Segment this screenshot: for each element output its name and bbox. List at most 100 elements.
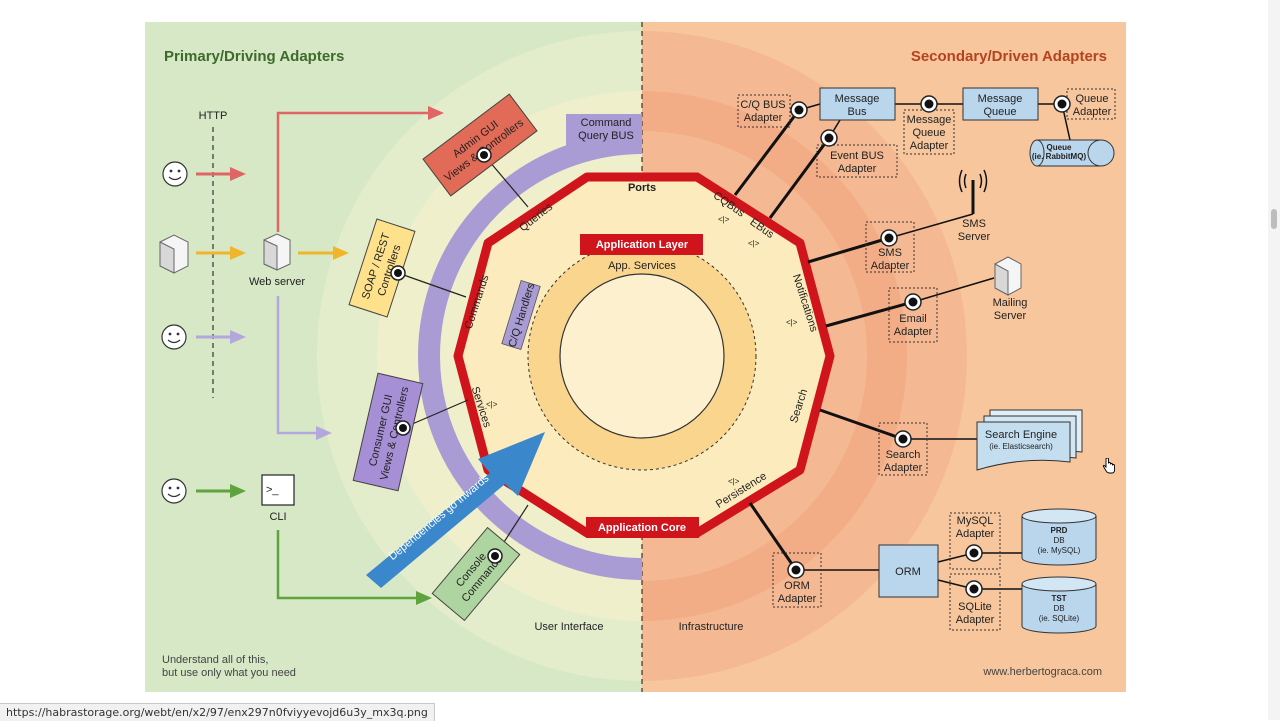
services-port-arrow-icon: <|>: [486, 400, 498, 409]
email-adapter-frame: [888, 287, 938, 343]
message-queue-box: [962, 87, 1039, 121]
event-bus-adapter-port-icon: [820, 129, 838, 147]
app-services-label: App. Services: [608, 260, 676, 272]
ports-label: Ports: [628, 182, 656, 194]
email-connector: [825, 300, 914, 328]
admin-actor-arrowhead: [230, 167, 246, 181]
domain-circle: [559, 273, 725, 439]
cli-to-console-arrowhead: [416, 591, 432, 605]
message-queue-adapter-port-icon: [920, 95, 938, 113]
prd-database-icon: [1021, 508, 1097, 566]
understand-note: Understand all of this,but use only what…: [162, 654, 296, 679]
email-adapter-to-server-line: [912, 277, 995, 303]
console-port-icon: [487, 548, 503, 564]
search-engine-label: Search Engine: [985, 429, 1057, 441]
cq-bus-adapter-frame: [737, 94, 791, 128]
cli-to-console-line: [276, 530, 418, 600]
admin-gui-port-icon: [476, 147, 492, 163]
soap-rest-port-icon: [390, 265, 406, 281]
admin-user-icon: [162, 161, 188, 187]
sms-antenna-icon: [958, 169, 988, 214]
command-query-bus-label-bg: [566, 114, 642, 146]
mailing-server-icon: [994, 256, 1022, 296]
cli-user-icon: [161, 478, 187, 504]
website-credit: www.herbertograca.com: [982, 666, 1102, 678]
dependencies-arrow: [366, 432, 545, 588]
application-layer-label: Application Layer: [596, 239, 689, 251]
queue-adapter-port-icon: [1053, 95, 1071, 113]
persistence-connector: [748, 502, 798, 571]
page-scrollbar-track[interactable]: [1268, 0, 1280, 720]
application-layer-banner: [580, 234, 703, 255]
system-arrowhead: [230, 246, 246, 260]
application-core-label: Application Core: [598, 522, 686, 534]
cli-terminal-icon: [261, 474, 295, 506]
persistence-port-arrow-icon: <|>: [728, 477, 740, 486]
sms-adapter-to-server-line: [888, 213, 974, 239]
email-adapter-port-icon: [904, 293, 922, 311]
ebus-connector: [768, 137, 831, 219]
message-bus-box: [819, 87, 896, 121]
queue-cylinder-label: Queue(ie. RabbitMQ): [1032, 143, 1087, 161]
search-engine-docs-icon: [976, 409, 1083, 471]
command-query-bus-arc: [418, 132, 643, 580]
orm-label: ORM: [895, 566, 921, 578]
webserver-to-consumer-arrowhead: [316, 426, 332, 440]
user-interface-label: User Interface: [534, 621, 603, 633]
http-label: HTTP: [199, 110, 228, 122]
left-title: Primary/Driving Adapters: [164, 48, 344, 65]
cqbus-connector: [733, 109, 801, 196]
soap-connector: [397, 272, 467, 298]
mysql-adapter-port-icon: [965, 544, 983, 562]
orm-adapter-port-icon: [787, 561, 805, 579]
infrastructure-label: Infrastructure: [679, 621, 744, 633]
cqbus-port-arrow-icon: <|>: [718, 215, 730, 224]
orm-adapter-frame: [772, 552, 822, 608]
sms-adapter-frame: [865, 221, 915, 273]
cli-actor-arrowhead: [230, 484, 246, 498]
webserver-to-consumer-line: [276, 296, 318, 435]
web-server-label: Web server: [249, 276, 305, 288]
search-adapter-port-icon: [894, 430, 912, 448]
sms-connector: [807, 236, 890, 264]
external-system-server-icon: [159, 234, 189, 274]
queue-rabbitmq-cylinder: [1029, 139, 1115, 167]
mysql-adapter-frame: [949, 512, 1001, 570]
consumer-user-icon: [161, 324, 187, 350]
hand-cursor-icon: [1102, 458, 1115, 474]
status-bar-url: https://habrastorage.org/webt/en/x2/97/e…: [0, 703, 435, 721]
search-adapter-frame: [878, 422, 928, 476]
page-scrollbar-thumb[interactable]: [1271, 209, 1277, 229]
webserver-to-soap-arrowhead: [333, 246, 349, 260]
webserver-to-admin-line: [276, 111, 430, 232]
consumer-gui-port-icon: [395, 420, 411, 436]
sqlite-adapter-frame: [949, 573, 1001, 631]
webserver-to-admin-arrowhead: [428, 106, 444, 120]
sqlite-adapter-port-icon: [965, 580, 983, 598]
cli-label: CLI: [269, 511, 286, 523]
right-title: Secondary/Driven Adapters: [911, 48, 1107, 65]
cli-prompt-glyph: >_: [266, 484, 279, 496]
search-engine-sub-label: (ie. Elasticsearch): [989, 442, 1053, 451]
tst-database-icon: [1021, 576, 1097, 634]
consumer-actor-arrowhead: [230, 330, 246, 344]
ebus-port-arrow-icon: <|>: [748, 239, 760, 248]
event-bus-adapter-frame: [816, 144, 898, 178]
